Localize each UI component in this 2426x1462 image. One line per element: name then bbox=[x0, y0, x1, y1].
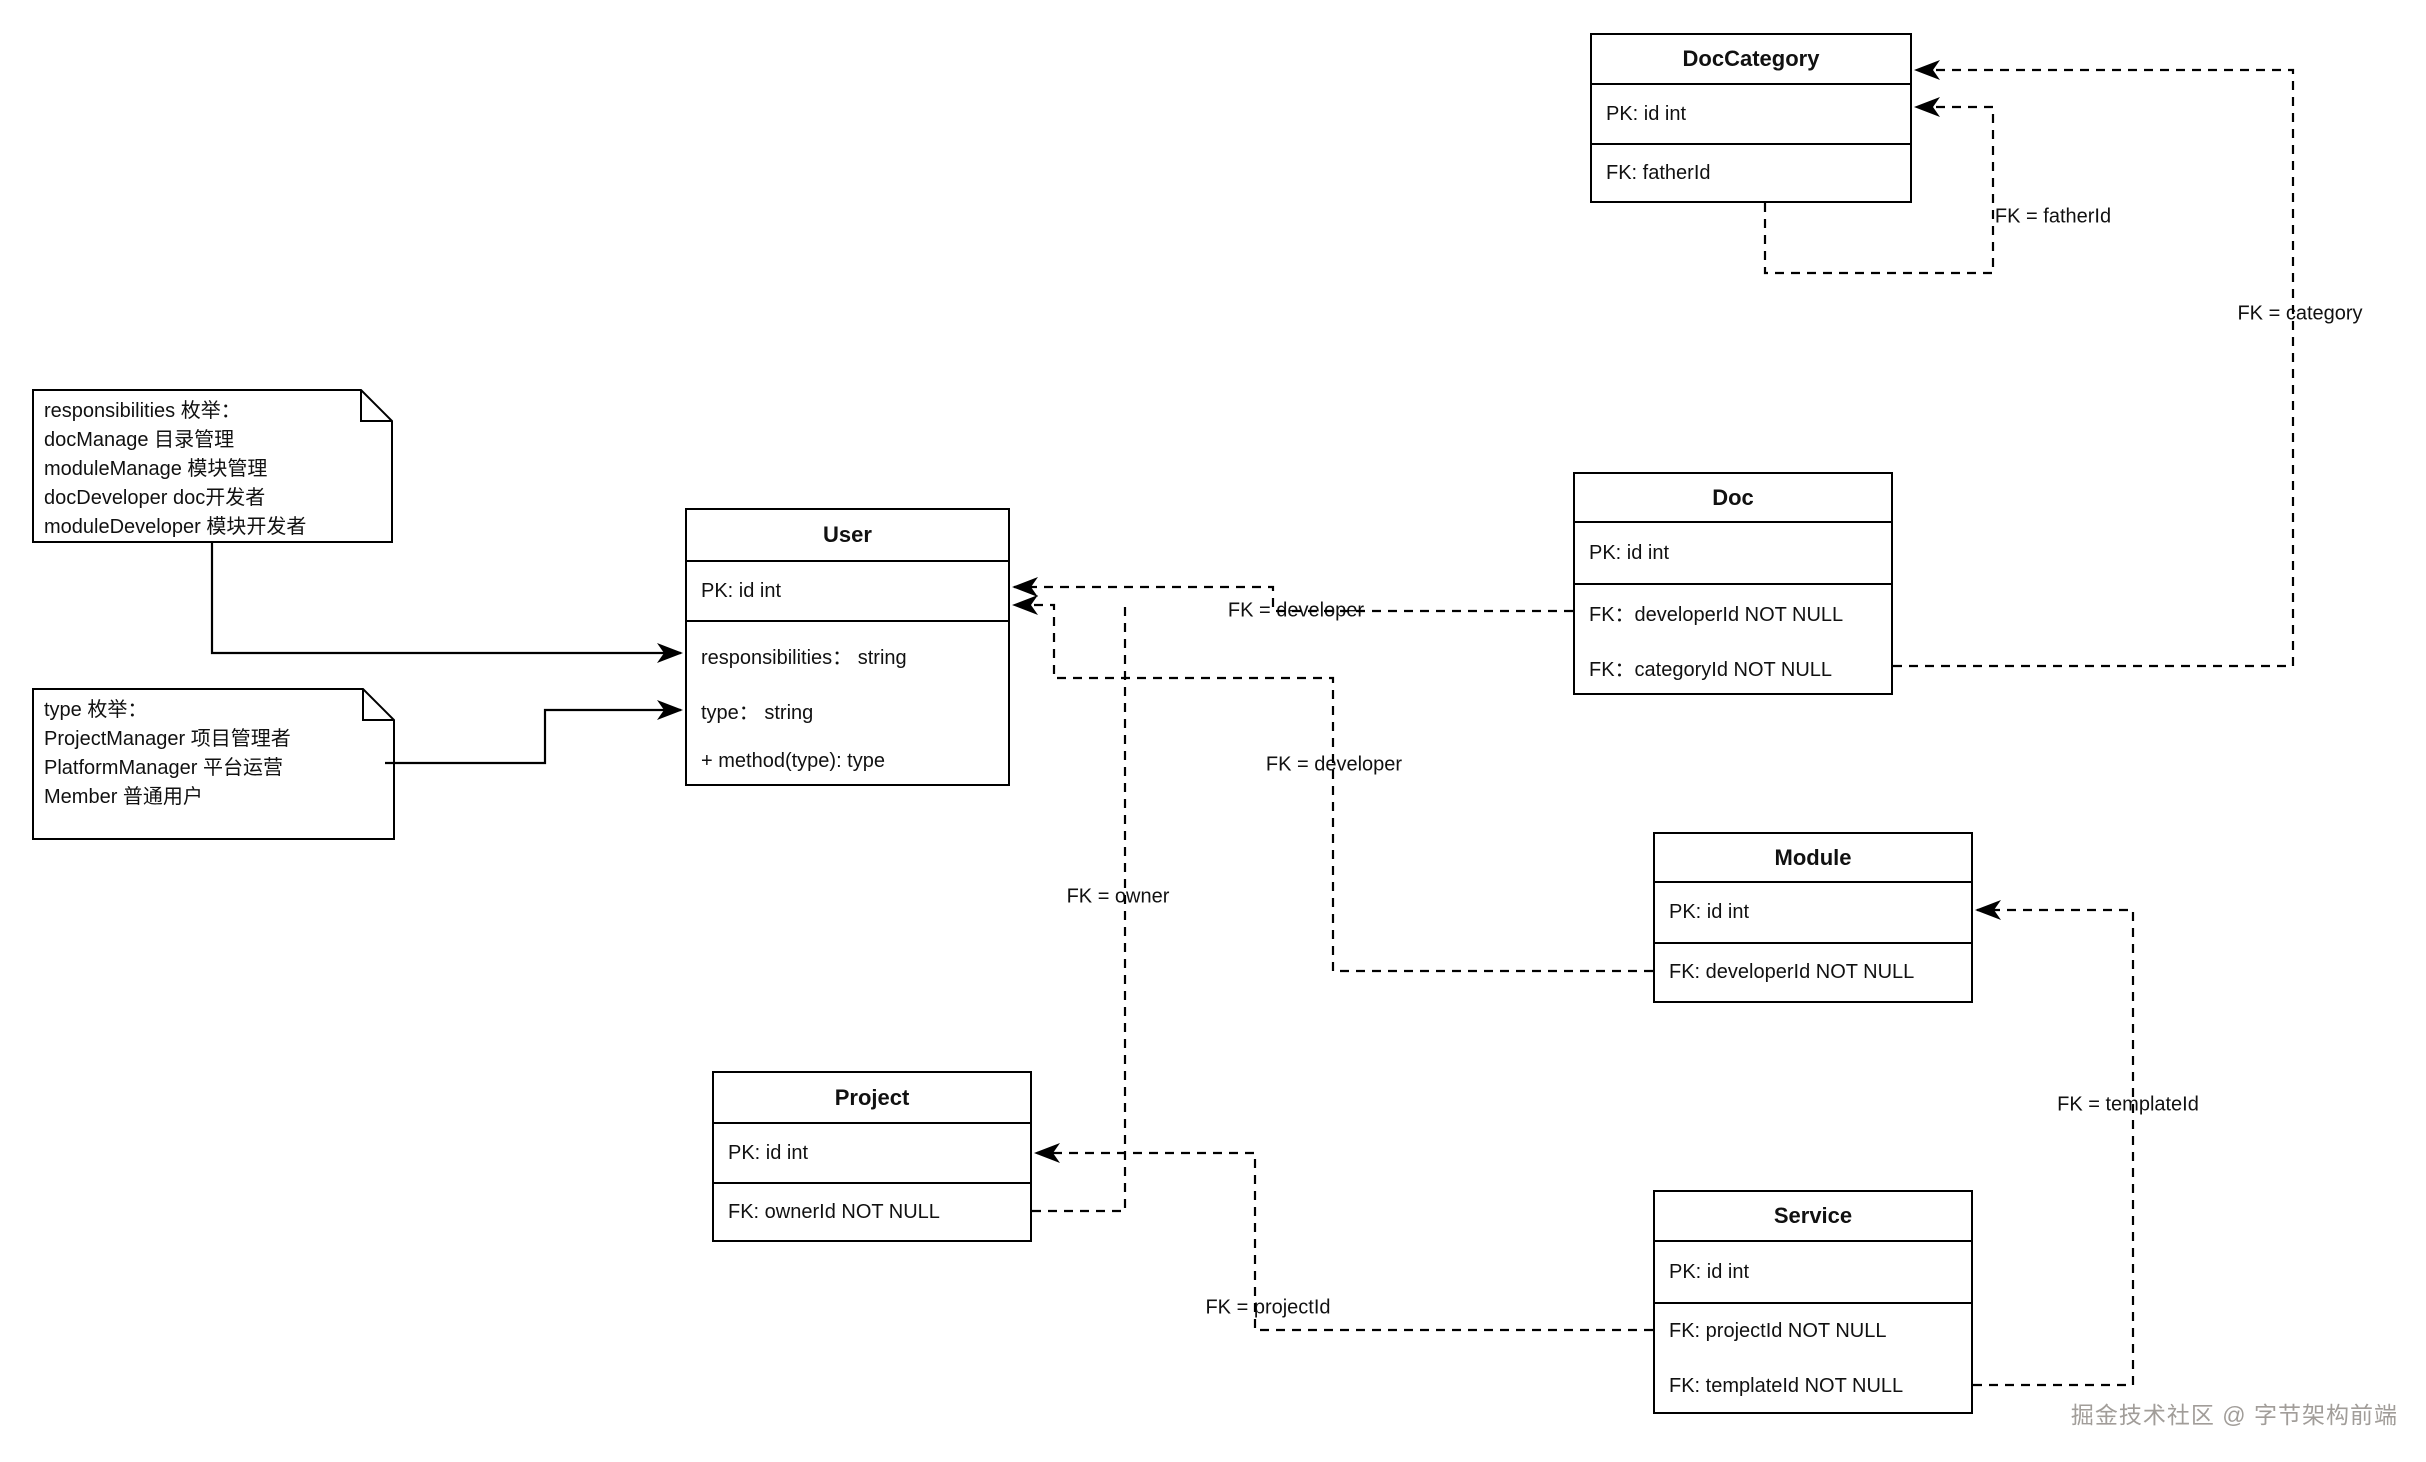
entity-title: User bbox=[687, 510, 1008, 562]
note-shape bbox=[32, 688, 395, 840]
entity-row-fk: FK: ownerId NOT NULL bbox=[714, 1182, 1030, 1240]
entity-title: Project bbox=[714, 1073, 1030, 1124]
entity-row-pk: PK: id int bbox=[1669, 901, 1750, 923]
note-responsibilities-enum: responsibilities 枚举： docManage 目录管理 modu… bbox=[32, 389, 393, 543]
edge-note-responsibilities-to-user bbox=[210, 543, 683, 663]
edge-label-fatherid: FK = fatherId bbox=[1994, 205, 2112, 228]
edge-doc-category-to-doccategory bbox=[1893, 60, 2295, 668]
entity-row-pk: PK: id int bbox=[701, 579, 782, 602]
entity-title: DocCategory bbox=[1592, 35, 1910, 85]
note-line: moduleDeveloper 模块开发者 bbox=[44, 516, 307, 538]
entity-row-pk: PK: id int bbox=[1669, 1260, 1750, 1283]
note-line: type 枚举： bbox=[44, 699, 148, 721]
note-line: Member 普通用户 bbox=[44, 786, 203, 808]
attr-method: + method(type): type bbox=[701, 749, 885, 772]
entity-row-fk: FK: developerId NOT NULL bbox=[1655, 942, 1971, 1001]
fk-project-id: FK: projectId NOT NULL bbox=[1669, 1320, 1887, 1342]
edge-label-templateid: FK = templateId bbox=[2057, 1093, 2199, 1116]
entity-service: Service PK: id int FK: projectId NOT NUL… bbox=[1653, 1190, 1973, 1414]
entity-doccategory: DocCategory PK: id int FK: fatherId bbox=[1590, 33, 1912, 203]
fk-developer-id: FK：developerId NOT NULL bbox=[1589, 604, 1844, 626]
note-type-enum: type 枚举： ProjectManager 项目管理者 PlatformMa… bbox=[32, 688, 395, 840]
attr-type: type： string bbox=[701, 702, 814, 724]
edge-label-owner: FK = owner bbox=[1066, 885, 1170, 908]
edge-label-developer-doc: FK = developer bbox=[1227, 599, 1365, 622]
watermark-juejin: 掘金技术社区 @ 字节架构前端 bbox=[2070, 1402, 2398, 1428]
entity-module: Module PK: id int FK: developerId NOT NU… bbox=[1653, 832, 1973, 1003]
entity-doc: Doc PK: id int FK：developerId NOT NULL F… bbox=[1573, 472, 1893, 695]
entity-user: User PK: id int responsibilities： string… bbox=[685, 508, 1010, 786]
entity-project: Project PK: id int FK: ownerId NOT NULL bbox=[712, 1071, 1032, 1242]
entity-row-pk: PK: id int bbox=[728, 1141, 809, 1164]
entity-attributes: responsibilities： string type： string + … bbox=[687, 620, 1008, 784]
entity-row-pk: PK: id int bbox=[1589, 541, 1670, 564]
edge-project-owner-to-user bbox=[1032, 606, 1127, 1213]
entity-title: Service bbox=[1655, 1192, 1971, 1242]
note-line: docManage 目录管理 bbox=[44, 429, 235, 451]
attr-responsibilities: responsibilities： string bbox=[701, 647, 907, 669]
edge-service-templateid-to-module bbox=[1973, 900, 2135, 1387]
fk-template-id: FK: templateId NOT NULL bbox=[1669, 1375, 1904, 1397]
entity-row-pk: PK: id int bbox=[1606, 102, 1687, 125]
note-line: ProjectManager 项目管理者 bbox=[44, 728, 291, 750]
entity-foreign-keys: FK：developerId NOT NULL FK：categoryId NO… bbox=[1575, 583, 1891, 693]
edge-label-developer-module: FK = developer bbox=[1265, 753, 1403, 776]
edge-note-type-to-user bbox=[385, 700, 683, 765]
edge-module-developer-to-user bbox=[1012, 595, 1653, 973]
edge-label-category: FK = category bbox=[2237, 302, 2363, 325]
note-line: responsibilities 枚举： bbox=[44, 400, 241, 422]
note-line: docDeveloper doc开发者 bbox=[44, 487, 266, 509]
entity-title: Doc bbox=[1575, 474, 1891, 523]
edge-service-projectid-to-project bbox=[1034, 1143, 1653, 1332]
entity-title: Module bbox=[1655, 834, 1971, 883]
note-shape bbox=[32, 389, 393, 543]
fk-category-id: FK：categoryId NOT NULL bbox=[1589, 659, 1833, 681]
note-line: PlatformManager 平台运营 bbox=[44, 757, 283, 779]
entity-foreign-keys: FK: projectId NOT NULL FK: templateId NO… bbox=[1655, 1302, 1971, 1412]
edge-label-projectid: FK = projectId bbox=[1205, 1296, 1331, 1319]
note-line: moduleManage 模块管理 bbox=[44, 458, 268, 480]
entity-row-fk: FK: fatherId bbox=[1592, 143, 1910, 201]
